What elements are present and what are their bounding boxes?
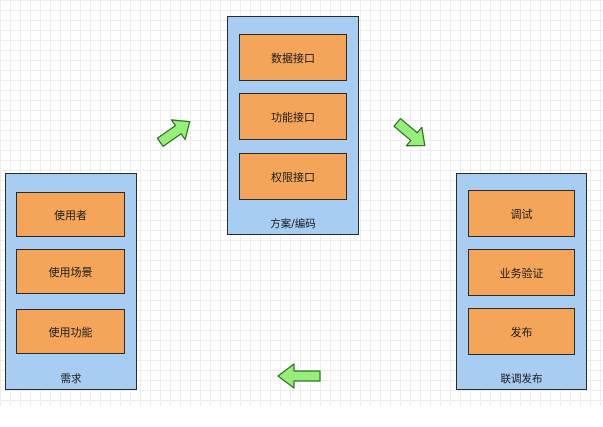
group-release-label: 联调发布 [500, 373, 543, 385]
box-function-interface[interactable]: 功能接口 [239, 93, 347, 140]
box-business-validation-label: 业务验证 [499, 266, 544, 280]
box-usage-function[interactable]: 使用功能 [16, 309, 125, 354]
box-data-interface-label: 数据接口 [271, 51, 315, 65]
box-function-interface-label: 功能接口 [271, 110, 315, 124]
box-usage-scenario-label: 使用场景 [48, 265, 93, 279]
box-business-validation[interactable]: 业务验证 [468, 249, 575, 296]
group-requirements[interactable]: 使用者 使用场景 使用功能 需求 [5, 173, 137, 390]
box-debug-label: 调试 [510, 207, 533, 221]
arrow-release-to-requirements [277, 363, 321, 389]
canvas-bottom-margin [0, 406, 603, 427]
box-user[interactable]: 使用者 [16, 192, 125, 237]
arrow-requirements-to-design [156, 119, 191, 148]
arrow-design-to-release [393, 117, 426, 147]
box-user-label: 使用者 [54, 208, 87, 222]
box-debug[interactable]: 调试 [468, 190, 575, 237]
box-publish[interactable]: 发布 [468, 308, 575, 355]
group-requirements-label: 需求 [60, 373, 82, 385]
box-usage-function-label: 使用功能 [48, 325, 93, 339]
box-data-interface[interactable]: 数据接口 [239, 34, 347, 81]
box-publish-label: 发布 [510, 325, 533, 339]
group-release[interactable]: 调试 业务验证 发布 联调发布 [456, 173, 587, 390]
group-design-label: 方案/编码 [270, 218, 316, 230]
box-permission-interface-label: 权限接口 [271, 170, 315, 184]
box-usage-scenario[interactable]: 使用场景 [16, 249, 125, 294]
box-permission-interface[interactable]: 权限接口 [239, 153, 347, 200]
group-design[interactable]: 数据接口 功能接口 权限接口 方案/编码 [227, 16, 359, 235]
